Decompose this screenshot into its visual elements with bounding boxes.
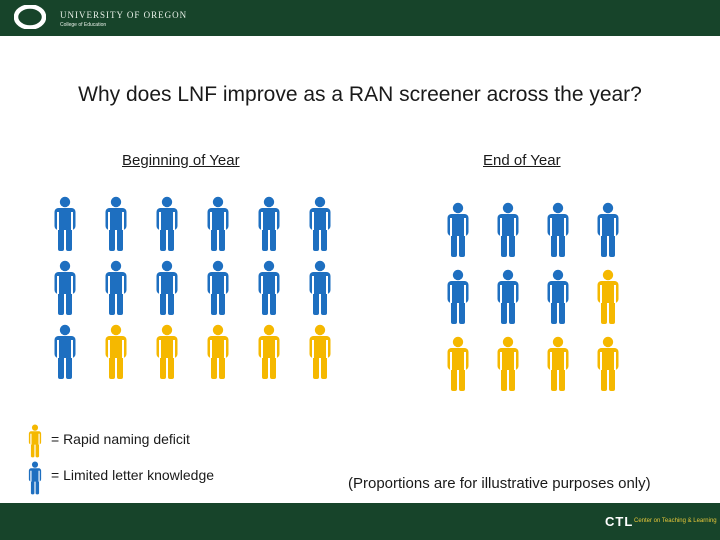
gold-person-icon — [206, 324, 230, 380]
blue-person-icon — [53, 260, 77, 316]
blue-person-icon — [53, 196, 77, 252]
ctl-logo: CTL — [605, 514, 634, 529]
blue-person-icon — [596, 202, 620, 258]
blue-person-icon — [308, 196, 332, 252]
end-heading: End of Year — [483, 152, 561, 169]
blue-person-legend-icon — [28, 461, 42, 495]
blue-person-icon — [206, 260, 230, 316]
blue-person-icon — [446, 269, 470, 325]
legend-rapid-naming: = Rapid naming deficit — [51, 431, 190, 447]
ctl-logo-subtitle: Center on Teaching & Learning — [634, 518, 717, 524]
university-name: UNIVERSITY OF OREGON — [60, 10, 188, 20]
legend-letter-knowledge: = Limited letter knowledge — [51, 467, 215, 483]
blue-person-icon — [155, 196, 179, 252]
blue-person-icon — [308, 260, 332, 316]
gold-person-icon — [596, 269, 620, 325]
gold-person-icon — [155, 324, 179, 380]
gold-person-icon — [596, 336, 620, 392]
blue-person-icon — [104, 196, 128, 252]
blue-person-icon — [257, 260, 281, 316]
footer-bar: CTL Center on Teaching & Learning — [0, 503, 720, 540]
blue-person-icon — [53, 324, 77, 380]
blue-person-icon — [206, 196, 230, 252]
blue-person-icon — [546, 202, 570, 258]
college-name: College of Education — [60, 22, 107, 28]
blue-person-icon — [257, 196, 281, 252]
gold-person-icon — [496, 336, 520, 392]
beginning-heading: Beginning of Year — [122, 152, 240, 169]
uo-o-logo-icon — [14, 5, 46, 29]
gold-person-legend-icon — [28, 424, 42, 458]
blue-person-icon — [155, 260, 179, 316]
gold-person-icon — [104, 324, 128, 380]
illustrative-note: (Proportions are for illustrative purpos… — [348, 475, 651, 492]
blue-person-icon — [546, 269, 570, 325]
blue-person-icon — [496, 202, 520, 258]
gold-person-icon — [257, 324, 281, 380]
blue-person-icon — [496, 269, 520, 325]
gold-person-icon — [308, 324, 332, 380]
header-bar: UNIVERSITY OF OREGON College of Educatio… — [0, 0, 720, 36]
blue-person-icon — [104, 260, 128, 316]
gold-person-icon — [446, 336, 470, 392]
blue-person-icon — [446, 202, 470, 258]
gold-person-icon — [546, 336, 570, 392]
slide-title: Why does LNF improve as a RAN screener a… — [78, 83, 642, 106]
